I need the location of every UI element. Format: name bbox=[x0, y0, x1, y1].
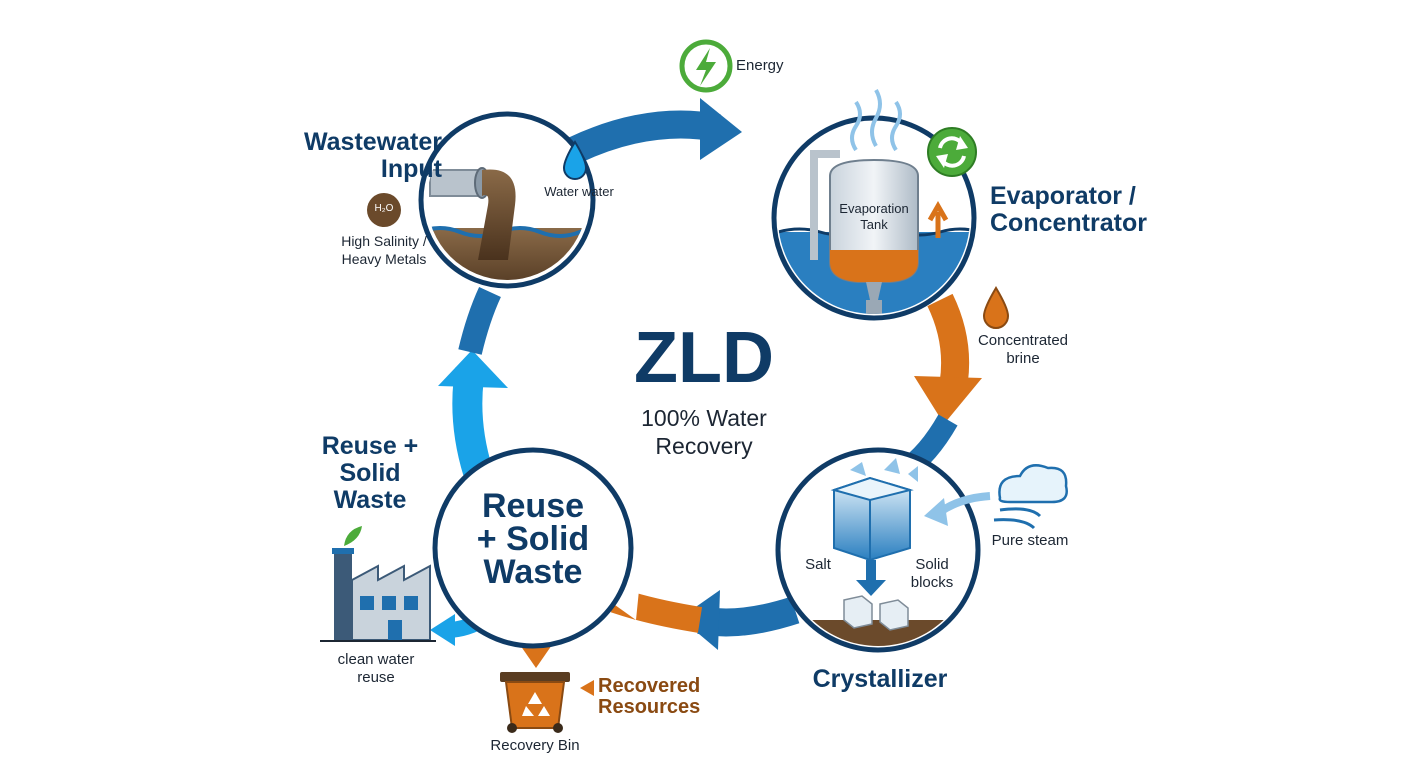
evaporator-title: Evaporator / Concentrator bbox=[990, 183, 1147, 237]
water-drop-icon bbox=[562, 140, 588, 180]
recycle-icon bbox=[927, 127, 977, 177]
zld-title: ZLD bbox=[634, 318, 774, 398]
brine-drop-icon bbox=[982, 286, 1010, 329]
arrow-to-evaporator bbox=[569, 98, 742, 163]
recovery-bin-label: Recovery Bin bbox=[490, 737, 580, 754]
arrow-to-reuse bbox=[608, 580, 800, 650]
reuse-circle bbox=[432, 447, 634, 649]
brine-label-line-2: brine bbox=[1006, 350, 1040, 367]
arrow-to-wastewater bbox=[438, 286, 508, 477]
steam-icon bbox=[850, 89, 902, 152]
recovered-line-2: Resources bbox=[598, 696, 701, 718]
factory-icon bbox=[320, 526, 436, 642]
wastewater-inner-label: Water water bbox=[544, 184, 614, 199]
concentrated-brine-label: Concentrated brine bbox=[960, 332, 1086, 368]
wastewater-note-line-2: Heavy Metals bbox=[341, 251, 427, 267]
wastewater-title-line-1: Wastewater bbox=[303, 128, 442, 156]
rising-heat-arrow-icon bbox=[927, 200, 949, 238]
reuse-circle-line-2: + Solid bbox=[476, 520, 590, 558]
energy-label: Energy bbox=[736, 57, 784, 74]
h2o-badge-text: H₂O bbox=[374, 203, 394, 214]
reuse-side-line-3: Waste bbox=[333, 486, 407, 514]
crystallizer-circle bbox=[775, 447, 981, 653]
recovered-arrow-icon bbox=[580, 680, 594, 696]
clean-water-line-2: reuse bbox=[357, 669, 395, 686]
reuse-side-title: Reuse + Solid Waste bbox=[290, 433, 450, 514]
wastewater-note-line-1: High Salinity / bbox=[341, 233, 427, 249]
recovered-line-1: Recovered bbox=[598, 675, 701, 697]
solid-blocks-line-2: blocks bbox=[910, 574, 954, 591]
recovered-resources-title: Recovered Resources bbox=[598, 676, 700, 718]
evaporator-circle bbox=[771, 115, 977, 321]
evaporation-tank-line-2: Tank bbox=[860, 217, 888, 232]
reuse-circle-line-1: Reuse bbox=[481, 487, 585, 525]
energy-bolt-icon bbox=[679, 39, 733, 93]
wastewater-title: Wastewater Input bbox=[270, 129, 442, 183]
clean-water-line-1: clean water bbox=[337, 651, 415, 668]
crystallizer-title: Crystallizer bbox=[812, 665, 948, 693]
wastewater-note: High Salinity / Heavy Metals bbox=[320, 232, 448, 268]
evaporator-title-line-1: Evaporator / bbox=[990, 182, 1136, 210]
reuse-circle-line-3: Waste bbox=[483, 553, 583, 591]
brine-label-line-1: Concentrated bbox=[977, 332, 1069, 349]
evaporation-tank-line-1: Evaporation bbox=[839, 201, 909, 216]
h2o-badge-icon bbox=[367, 193, 401, 227]
evaporator-title-line-2: Concentrator bbox=[990, 209, 1147, 237]
reuse-side-line-2: Solid bbox=[339, 459, 401, 487]
recovery-bin-icon bbox=[500, 672, 570, 733]
steam-cloud-icon bbox=[924, 464, 1068, 530]
clean-water-reuse-label: clean water reuse bbox=[316, 651, 436, 687]
zld-subtitle-line-2: Recovery bbox=[655, 433, 753, 459]
arrow-to-crystallizer bbox=[898, 293, 982, 480]
solid-blocks-line-1: Solid bbox=[915, 556, 949, 573]
zld-subtitle-line-1: 100% Water bbox=[641, 405, 767, 431]
reuse-side-line-1: Reuse + bbox=[321, 432, 419, 460]
zld-subtitle: 100% Water Recovery bbox=[604, 404, 804, 460]
wastewater-title-line-2: Input bbox=[380, 155, 442, 183]
pure-steam-label: Pure steam bbox=[991, 532, 1069, 549]
evaporation-tank-label: Evaporation Tank bbox=[828, 201, 920, 233]
salt-label: Salt bbox=[805, 556, 831, 573]
solid-blocks-label: Solid blocks bbox=[898, 556, 966, 592]
reuse-circle-title: Reuse + Solid Waste bbox=[443, 487, 623, 591]
